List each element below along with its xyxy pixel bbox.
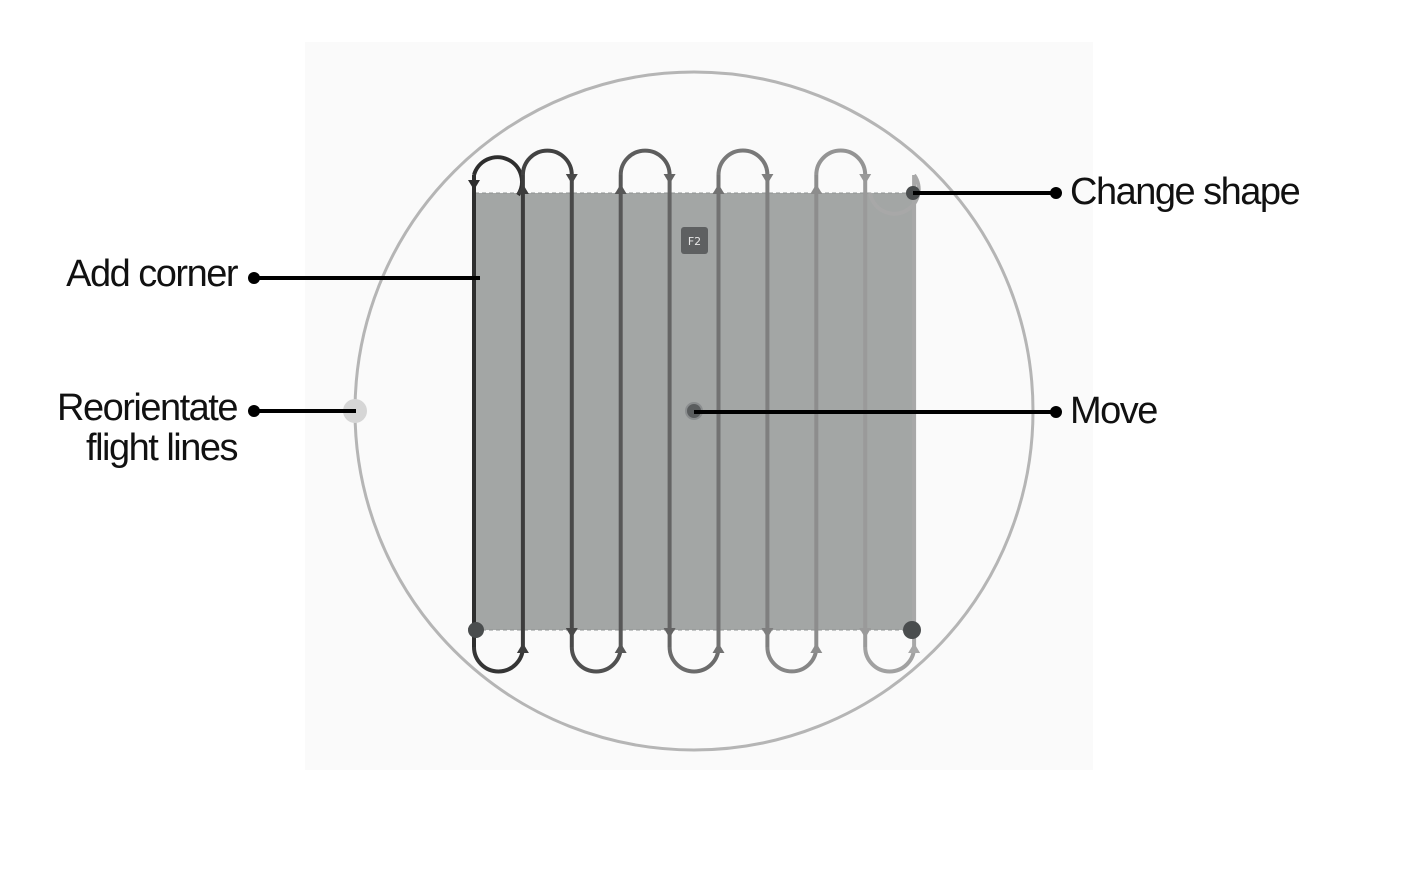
flight-direction-arrow [712, 184, 725, 194]
flight-turn-top [814, 148, 868, 176]
flight-direction-arrow [663, 174, 676, 184]
flight-turn-bottom [472, 646, 525, 674]
flight-turn-top [520, 148, 574, 176]
corner-handle-bottom-left[interactable] [468, 622, 484, 638]
callout-add-corner: Add corner [66, 253, 238, 295]
flight-direction-arrow [565, 628, 578, 638]
callout-move: Move [1070, 390, 1158, 432]
flight-direction-arrow [614, 184, 627, 194]
flight-direction-arrow [468, 180, 480, 190]
callout-add-corner-leader [248, 272, 480, 284]
flight-turn-bottom [569, 646, 623, 674]
flight-direction-arrow [859, 174, 872, 184]
flight-direction-arrow [761, 628, 774, 638]
f2-badge[interactable]: F2 [681, 227, 708, 254]
corner-handle-bottom-right[interactable] [903, 621, 921, 639]
flight-direction-arrow [614, 643, 627, 653]
callout-move-leader [694, 406, 1062, 418]
callout-change-shape-leader [913, 187, 1062, 199]
flight-direction-arrow [810, 643, 823, 653]
flight-direction-arrow [565, 174, 578, 184]
flight-direction-arrow [810, 184, 823, 194]
flight-turn-bottom [863, 646, 917, 674]
flight-turn-bottom [667, 646, 721, 674]
flight-turn-end [868, 173, 921, 216]
f2-badge-label: F2 [688, 235, 701, 248]
flight-direction-arrow [712, 643, 725, 653]
flight-direction-arrow [516, 184, 529, 194]
flight-direction-arrow [663, 628, 676, 638]
flight-turn-top [618, 148, 672, 176]
flight-turn-top [716, 148, 770, 176]
flight-direction-arrow [516, 643, 529, 653]
callout-reorientate-line1: Reorientate [57, 387, 238, 429]
flight-direction-arrow [761, 174, 774, 184]
flight-direction-arrow [859, 628, 872, 638]
callout-change-shape: Change shape [1070, 171, 1301, 213]
callout-reorientate-leader [248, 405, 356, 417]
callout-reorientate-line2: flight lines [86, 427, 238, 469]
flight-direction-arrow [908, 643, 921, 653]
flight-turn-bottom [765, 646, 819, 674]
